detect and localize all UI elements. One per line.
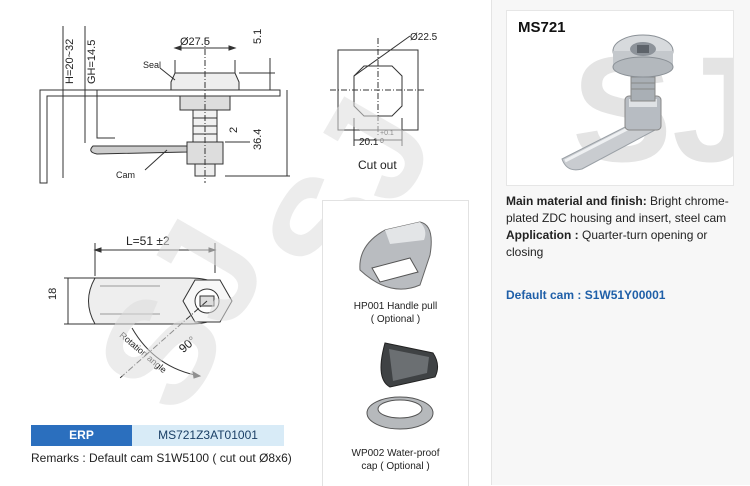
product-description: Main material and finish: Bright chrome-… (506, 193, 746, 261)
cutout-diameter: Ø22.5 (410, 32, 438, 43)
cutout-drawing (330, 35, 426, 146)
option-wp002-name: WP002 Water-proof (351, 448, 440, 459)
option-hp001-note: ( Optional ) (370, 314, 421, 325)
top-view-drawing (64, 243, 233, 379)
option-wp002-note: cap ( Optional ) (361, 461, 430, 472)
cutout-width: 20.1 (359, 137, 379, 148)
option-hp001-name: HP001 Handle pull (353, 301, 438, 312)
cutout-tolerance: +0.1 0 (380, 130, 394, 146)
application-label: Application : (506, 228, 579, 242)
default-cam-label: Default cam : (506, 288, 585, 302)
cutout-tol-plus: +0.1 (380, 130, 394, 137)
product-model: MS721 (518, 19, 566, 36)
erp-label: ERP (31, 425, 132, 446)
option-hp001: HP001 Handle pull ( Optional ) (323, 300, 468, 326)
label-seal: Seal (143, 60, 162, 70)
default-cam: Default cam : S1W51Y00001 (506, 288, 665, 302)
cutout-caption: Cut out (358, 158, 397, 172)
waterproof-cap-illustration (366, 342, 439, 430)
dim-diameter-top: Ø27.5 (180, 36, 210, 48)
application-value: Quarter-turn opening or closing (506, 228, 708, 259)
product-photo: SJ (506, 10, 750, 193)
erp-value: MS721Z3AT01001 (132, 425, 284, 446)
finish-value: Bright chrome-plated ZDC housing and ins… (506, 194, 729, 225)
remarks: Remarks : Default cam S1W5100 ( cut out … (31, 451, 292, 465)
cutout-tol-zero: 0 (380, 138, 384, 145)
option-wp002: WP002 Water-proof cap ( Optional ) (323, 447, 468, 473)
label-cam: Cam (116, 170, 136, 180)
handle-pull-illustration (359, 221, 432, 290)
side-section-drawing (39, 26, 290, 184)
finish-label: Main material and finish: (506, 194, 647, 208)
dim-length: L=51 ±2 (126, 234, 170, 248)
default-cam-value: S1W51Y00001 (584, 288, 666, 302)
lock-photo-illustration: SJ (561, 25, 750, 193)
